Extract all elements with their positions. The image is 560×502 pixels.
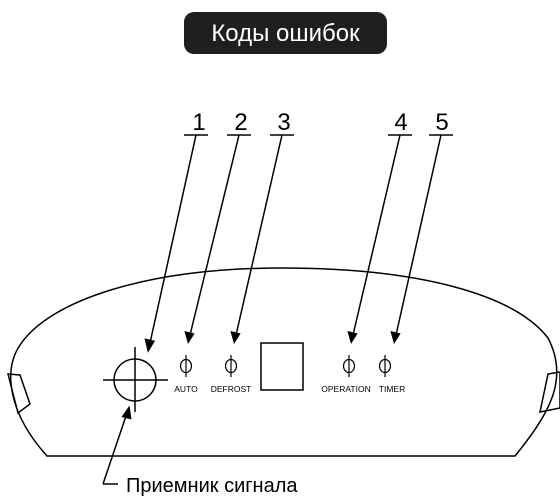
callout-number-5: 5 [435,109,448,136]
display-window [260,342,304,391]
label-defrost: DEFROST [211,384,252,394]
callout-leader-1 [144,134,208,353]
callout-number-2: 2 [234,109,247,136]
receiver-leader [102,405,132,485]
indicator-defrost [224,355,238,377]
indicator-auto [179,355,193,377]
label-timer: TIMER [379,384,405,394]
title-badge: Коды ошибок [184,12,387,54]
indicator-operation [342,355,356,377]
callout-leader-5 [390,134,453,344]
unit-body [7,267,560,457]
page-title: Коды ошибок [211,20,360,47]
callout-leader-4 [347,134,412,344]
indicator-timer [378,355,392,377]
callout-number-3: 3 [277,109,290,136]
callout-leader-3 [230,134,294,344]
label-operation: OPERATION [321,384,370,394]
callout-number-4: 4 [394,109,407,136]
receiver-caption: Приемник сигнала [126,475,298,497]
left-side-tab [7,373,31,415]
label-auto: AUTO [174,384,198,394]
callout-number-1: 1 [192,109,205,136]
right-side-tab [539,371,560,413]
callout-leader-2 [184,134,251,344]
signal-receiver [103,347,168,412]
